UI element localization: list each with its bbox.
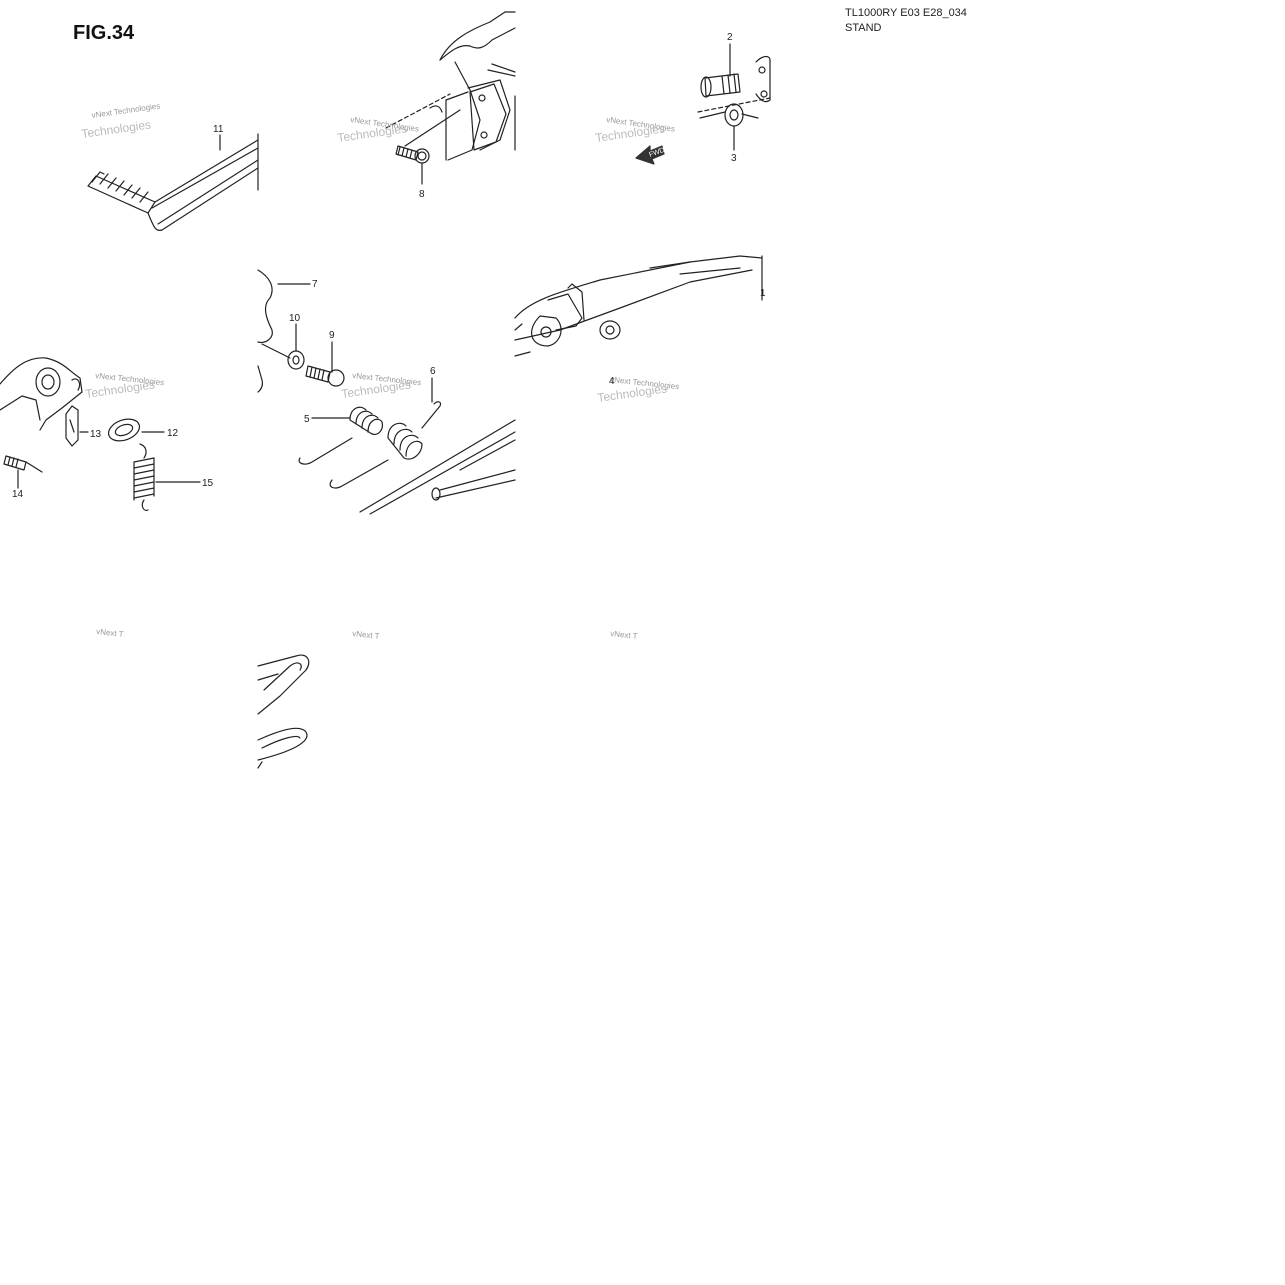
part-number-6[interactable]: 6: [430, 366, 436, 377]
part-number-15[interactable]: 15: [202, 478, 214, 489]
part-number-2[interactable]: 2: [727, 32, 733, 43]
stand-bracket-drawing: [385, 11, 516, 185]
part-number-12[interactable]: 12: [167, 428, 179, 439]
watermarks: vNext Technologies Technologies vNext Te…: [80, 101, 679, 640]
part-number-7[interactable]: 7: [312, 279, 318, 290]
part-number-5[interactable]: 5: [304, 414, 310, 425]
part-number-14[interactable]: 14: [12, 489, 24, 500]
part-number-3[interactable]: 3: [731, 153, 737, 164]
brake-pedal-drawing: [87, 133, 259, 232]
part-number-9[interactable]: 9: [329, 330, 335, 341]
part-number-4[interactable]: 4: [609, 376, 615, 387]
stand-foot-drawing: [257, 654, 310, 769]
part-number-11[interactable]: 11: [213, 124, 224, 135]
watermark-text: vNext T: [352, 629, 380, 641]
watermark-text: Technologies: [80, 117, 151, 141]
watermark-text: vNext T: [96, 627, 124, 639]
part-number-10[interactable]: 10: [289, 313, 301, 324]
spring-assembly-drawing: [257, 269, 516, 515]
section-name: STAND: [845, 22, 882, 34]
forward-arrow-icon: FWD: [635, 145, 666, 165]
side-stand-drawing: [514, 255, 763, 357]
part-number-1[interactable]: 1: [760, 288, 766, 299]
part-number-13[interactable]: 13: [90, 429, 102, 440]
stand-bar-drawing: [0, 357, 201, 511]
part-callouts: 1 2 3 4 5 6 7 8 9 10 11 12 13 14 15: [12, 32, 766, 500]
part-number-8[interactable]: 8: [419, 189, 425, 200]
watermark-text: vNext Technologies: [91, 101, 161, 120]
pivot-bolt-drawing: [697, 43, 771, 151]
figure-number: FIG.34: [73, 22, 135, 44]
watermark-text: vNext T: [610, 629, 638, 641]
model-code: TL1000RY E03 E28_034: [845, 7, 967, 19]
